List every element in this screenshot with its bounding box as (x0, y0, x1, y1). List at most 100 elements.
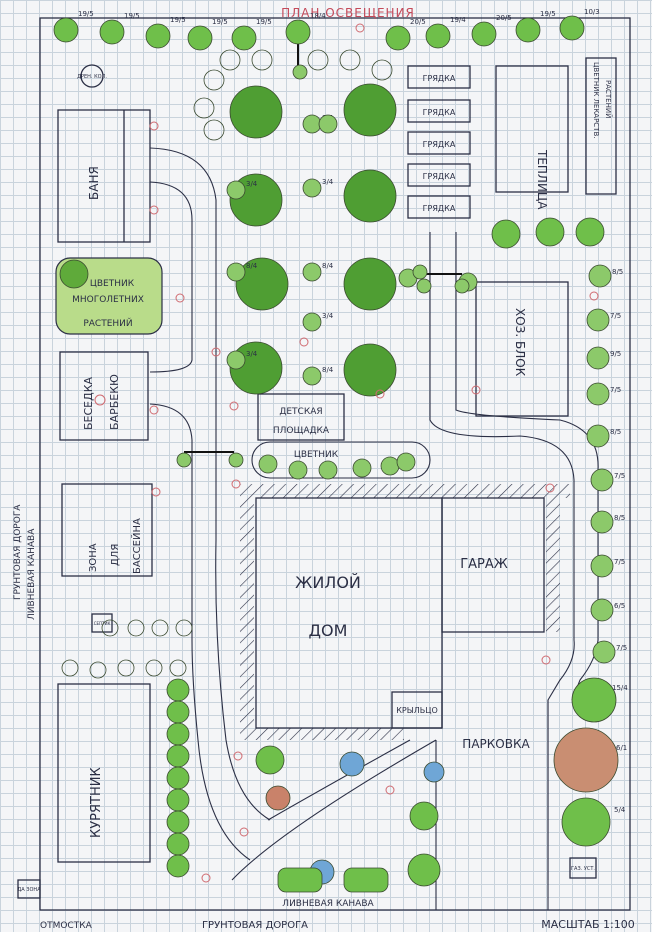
blind-area-top (240, 484, 570, 498)
banya-label: БАНЯ (87, 166, 101, 200)
lamp-icon (211, 347, 221, 357)
hedge-shrub (166, 788, 190, 812)
planned-shrub (89, 661, 107, 679)
planned-tree (307, 49, 329, 71)
cable-lines (184, 30, 462, 453)
lamp-icon (471, 385, 481, 395)
planned-shrub (101, 619, 119, 637)
orchard-tree (229, 85, 283, 139)
planned-shrub (151, 619, 169, 637)
chicken-coop-label: КУРЯТНИК (89, 767, 104, 838)
big-tree (561, 797, 611, 847)
planned-shrub (169, 659, 187, 677)
tree (535, 217, 565, 247)
drain-bin-label: ДРЕН. КОЛ. (77, 74, 107, 80)
hedge-shrub (590, 598, 614, 622)
house-line2: ДОМ (309, 621, 348, 640)
planned-shrub (175, 619, 193, 637)
flower-shrub (318, 460, 338, 480)
hedge-shrub (166, 744, 190, 768)
perennial-line3: РАСТЕНИЙ (83, 317, 132, 329)
tree-label: 7/5 (614, 558, 625, 566)
planned-tree (219, 49, 241, 71)
pool-line3: БАССЕЙНА (130, 518, 143, 574)
hedge-shrub (166, 722, 190, 746)
hedge-shrub (588, 264, 612, 288)
tree-label: 15/4 (612, 684, 628, 692)
big-tree (571, 677, 617, 723)
tree-label: 3/4 (246, 180, 258, 188)
tree-label: 7/5 (614, 472, 625, 480)
tree-label: 18/4 (310, 12, 326, 20)
lamp-icon (385, 785, 395, 795)
planned-shrub (145, 659, 163, 677)
small-tree (302, 262, 322, 282)
lamp-icon (541, 655, 551, 665)
blind-area-left (240, 498, 254, 740)
blue-shrub (339, 751, 365, 777)
lamp-shrub (176, 452, 192, 468)
living-house (255, 497, 443, 729)
tree-label: 20/5 (410, 18, 426, 26)
tree-label: 19/5 (78, 10, 94, 18)
chicken-coop (57, 683, 151, 863)
shrub-bed (343, 867, 389, 893)
tree-label: 8/5 (610, 428, 621, 436)
lamp-icon (175, 293, 185, 303)
tree (471, 21, 497, 47)
tree-label: 20/5 (496, 14, 512, 22)
tree-label: 19/5 (212, 18, 228, 26)
pool-zone (61, 483, 153, 577)
tree-label: 19/5 (256, 18, 272, 26)
playground (257, 393, 345, 441)
orchard-tree (343, 257, 397, 311)
lamp-icon (239, 827, 249, 837)
planned-shrub (61, 659, 79, 677)
tree-label: 19/5 (540, 10, 556, 18)
gazebo-line1: БЕСЕДКА (82, 376, 95, 430)
lamp-icon (149, 121, 159, 131)
tree-label: 19/5 (124, 12, 140, 20)
big-red-tree (553, 727, 619, 793)
lamp-icon (355, 23, 365, 33)
pool-line1: ЗОНА (88, 543, 99, 572)
hoz-block (475, 281, 569, 417)
flower-shrub (352, 458, 372, 478)
lamp-shrub (228, 452, 244, 468)
small-tree (302, 366, 322, 386)
hedge-shrub (590, 510, 614, 534)
planned-tree (193, 97, 215, 119)
lamp-icon (299, 337, 309, 347)
road-left-label: ГРУНТОВАЯ ДОРОГА (13, 504, 23, 600)
lamp-icon (151, 487, 161, 497)
small-tree (226, 350, 246, 370)
tree-label: 19/5 (170, 16, 186, 24)
planned-tree (371, 59, 393, 81)
bed-label: ГРЯДКА (423, 140, 456, 149)
flower-shrub (288, 460, 308, 480)
medicinal-flowerbed (585, 57, 617, 195)
flower-shrub (258, 454, 278, 474)
tree-label: 8/4 (322, 366, 334, 374)
tree (559, 15, 585, 41)
planned-tree (339, 49, 361, 71)
tree (99, 19, 125, 45)
gas-unit (569, 857, 597, 879)
blind-area-bottom (254, 728, 404, 740)
road-bottom-label: ГРУНТОВАЯ ДОРОГА (202, 920, 308, 931)
small-tree (226, 262, 246, 282)
porch (391, 691, 443, 729)
site-boundary (39, 17, 631, 911)
tree-label: 3/4 (246, 350, 258, 358)
hedge-shrub (586, 308, 610, 332)
lamp-icon (231, 479, 241, 489)
corner-note: ДА ЗОНА (17, 887, 41, 893)
lamp-shrub (416, 278, 432, 294)
tree-label: 7/5 (610, 386, 621, 394)
porch-label: КРЫЛЬЦО (396, 706, 438, 715)
banya-building (57, 109, 151, 243)
tree (407, 853, 441, 887)
tree (385, 25, 411, 51)
hedge-shrub (586, 424, 610, 448)
